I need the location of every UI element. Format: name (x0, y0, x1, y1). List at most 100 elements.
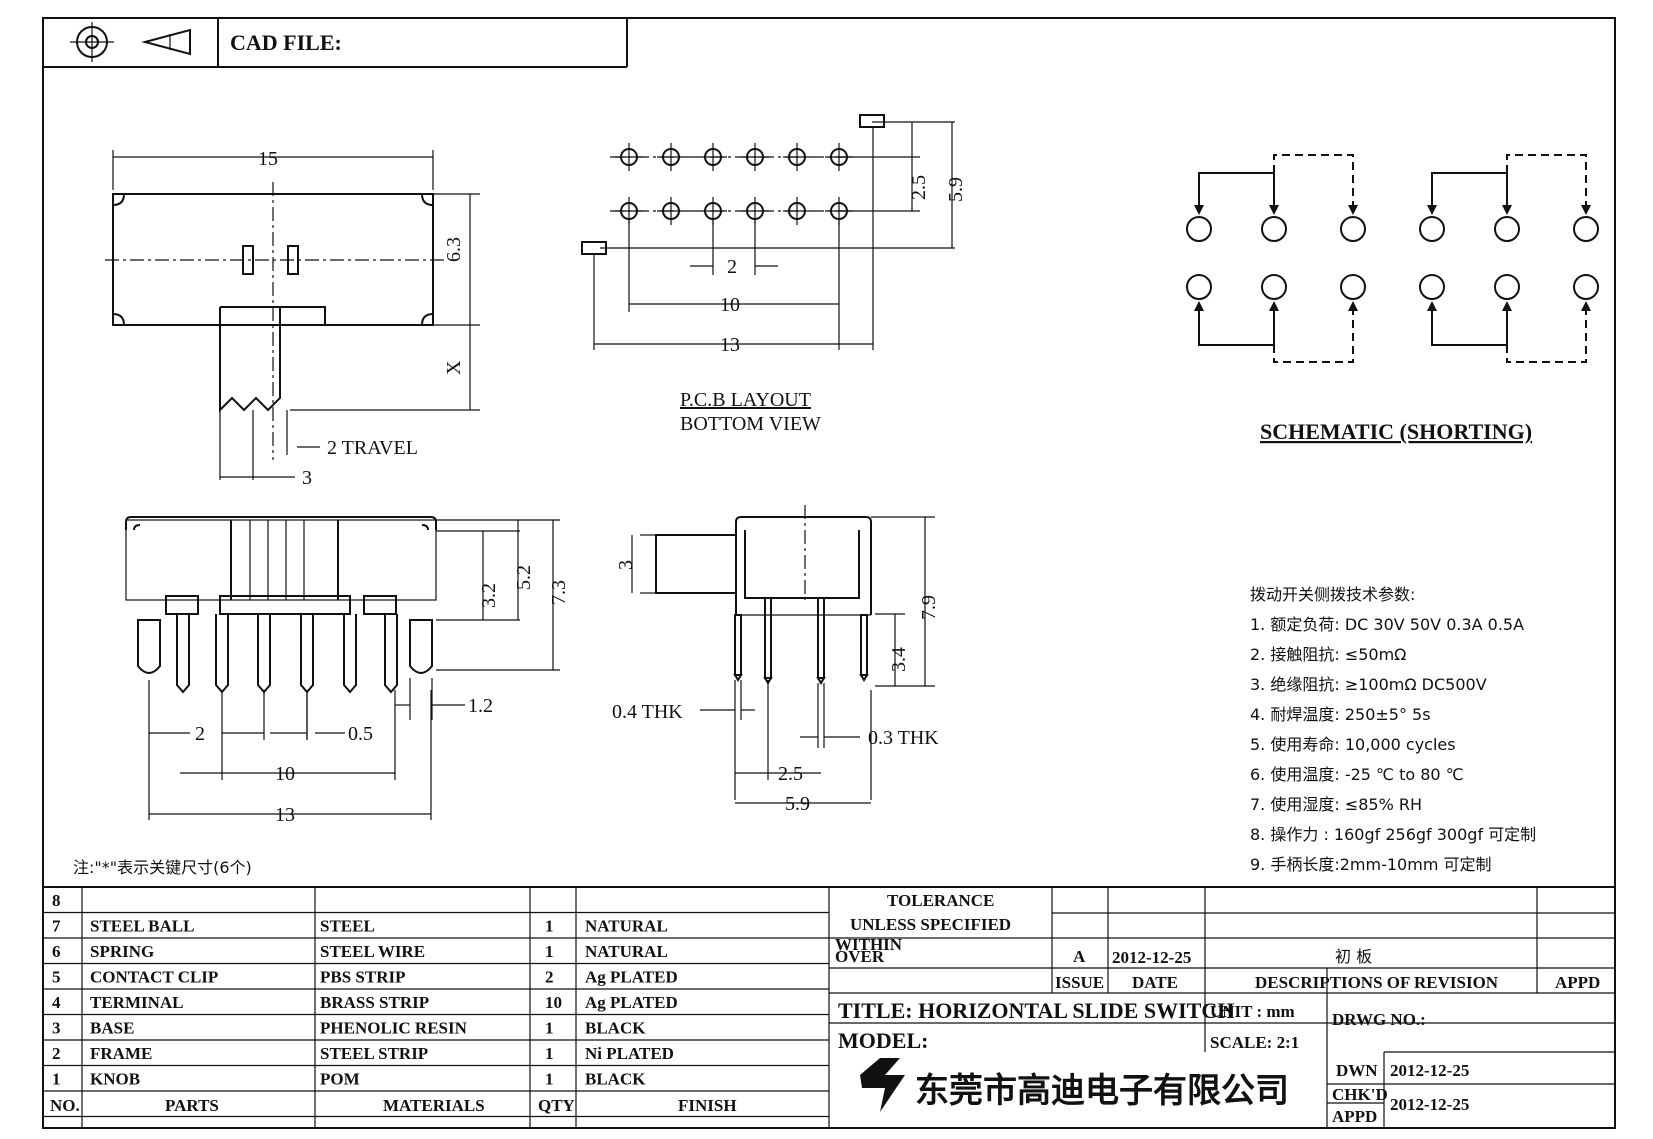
arrow-up-icon (1427, 301, 1437, 311)
spec-item: 5. 使用寿命: 10,000 cycles (1250, 735, 1456, 754)
dim-13-front: 13 (275, 804, 295, 826)
bom-header-materials: MATERIALS (383, 1096, 485, 1115)
front-view: 3.2 5.2 7.3 1.2 2 0.5 10 13 (125, 516, 570, 826)
terminal-pin (257, 614, 271, 694)
tolerance-label: TOLERANCE (887, 891, 994, 910)
bom-part: CONTACT CLIP (90, 968, 218, 987)
dim-2-pitch: 2 (727, 256, 737, 278)
spec-list: 拨动开关侧拨技术参数: 1. 额定负荷: DC 30V 50V 0.3A 0.5… (1250, 585, 1536, 874)
bom-no: 5 (52, 968, 61, 987)
issue-header: ISSUE (1055, 973, 1104, 992)
bom-material: STEEL (320, 917, 375, 936)
bom-part: SPRING (90, 942, 154, 961)
dim-7-9: 7.9 (918, 595, 940, 620)
arrow-down-icon (1502, 205, 1512, 215)
bom-qty: 1 (545, 942, 554, 961)
schematic-wire (1431, 172, 1508, 213)
contact-node (1494, 216, 1520, 242)
dim-5-2: 5.2 (513, 565, 535, 590)
dim-3: 3 (302, 467, 312, 489)
schematic-wire-dashed (1273, 154, 1354, 213)
arrow-down-icon (1194, 205, 1204, 215)
issue-value: A (1073, 947, 1086, 966)
revision-description-value: 初 板 (1335, 947, 1372, 966)
arrow-up-icon (1502, 301, 1512, 311)
within-label: WITHIN (835, 935, 903, 954)
terminal-pin (384, 614, 398, 694)
bom-qty: 1 (545, 1019, 554, 1038)
spec-item: 3. 绝缘阻抗: ≥100mΩ DC500V (1250, 675, 1487, 694)
bom-material: POM (320, 1070, 360, 1089)
dim-3-2: 3.2 (478, 583, 500, 608)
dim-5-9: 5.9 (945, 177, 967, 202)
contact-node (1419, 216, 1445, 242)
contact-node (1261, 216, 1287, 242)
pcb-layout-title: P.C.B LAYOUT (680, 389, 811, 411)
bom-finish: Ag PLATED (585, 968, 678, 987)
company-logo-icon (860, 1058, 905, 1112)
bom-no: 6 (52, 942, 61, 961)
cad-file-label: CAD FILE: (230, 30, 342, 55)
dim-0-4-thk: 0.4 THK (612, 701, 683, 723)
over-label: OVER (835, 947, 885, 966)
bom-qty: 1 (545, 1070, 554, 1089)
bom-header-qty: QTY (538, 1096, 575, 1115)
schematic-wire-dashed (1506, 154, 1587, 213)
spec-title: 拨动开关侧拨技术参数: (1250, 585, 1415, 604)
bom-material: STEEL STRIP (320, 1044, 428, 1063)
unit-label: UNIT : mm (1210, 1002, 1295, 1021)
bom-qty: 1 (545, 917, 554, 936)
revisions-header: DESCRIPTIONS OF REVISION (1255, 973, 1499, 992)
dim-1-2: 1.2 (468, 695, 493, 717)
dim-15: 15 (258, 148, 278, 170)
schematic-wire-dashed (1506, 303, 1587, 363)
bom-material: PHENOLIC RESIN (320, 1019, 468, 1038)
bom-part: STEEL BALL (90, 917, 194, 936)
bom-part: KNOB (90, 1070, 140, 1089)
dim-10-front: 10 (275, 763, 295, 785)
side-view: 3 7.9 3.4 0.4 THK 0.3 THK 2.5 5.9 (612, 505, 940, 815)
schematic-wire (1198, 303, 1275, 346)
approved-by-label: APPD (1332, 1107, 1377, 1126)
contact-node (1573, 274, 1599, 300)
dim-5-9-side: 5.9 (785, 793, 810, 815)
contact-node (1494, 274, 1520, 300)
bom-finish: BLACK (585, 1070, 646, 1089)
spec-item: 1. 额定负荷: DC 30V 50V 0.3A 0.5A (1250, 615, 1524, 634)
bom-no: 3 (52, 1019, 61, 1038)
drawn-by-label: DWN (1336, 1061, 1378, 1080)
spec-item: 7. 使用湿度: ≤85% RH (1250, 795, 1422, 814)
header-box: CAD FILE: (43, 18, 628, 68)
dim-3-4: 3.4 (888, 647, 910, 672)
terminal-pin (176, 614, 190, 694)
bom-no: 8 (52, 891, 61, 910)
contact-node (1186, 216, 1212, 242)
bom-header-finish: FINISH (678, 1096, 737, 1115)
bom-header-parts: PARTS (165, 1096, 219, 1115)
dim-6-3: 6.3 (443, 237, 465, 262)
dim-0-3-thk: 0.3 THK (868, 727, 939, 749)
drawn-date: 2012-12-25 (1390, 1061, 1469, 1080)
bom-no: 4 (52, 993, 61, 1012)
arrow-down-icon (1269, 205, 1279, 215)
dim-travel: 2 TRAVEL (327, 437, 418, 459)
pcb-layout: 2.5 5.9 2 10 13 P.C.B LAYOUT BOTTOM VIEW (581, 114, 967, 435)
dim-2-5: 2.5 (908, 175, 930, 200)
spec-item: 8. 操作力 : 160gf 256gf 300gf 可定制 (1250, 825, 1536, 844)
arrow-down-icon (1581, 205, 1591, 215)
terminal-pin (300, 614, 314, 694)
spec-item: 2. 接触阻抗: ≤50mΩ (1250, 645, 1406, 664)
bom-finish: Ag PLATED (585, 993, 678, 1012)
contact-node (1419, 274, 1445, 300)
spec-item: 6. 使用温度: -25 ℃ to 80 ℃ (1250, 765, 1464, 784)
dim-x: X (443, 360, 465, 375)
arrow-up-icon (1581, 301, 1591, 311)
unless-specified-label: UNLESS SPECIFIED (850, 915, 1011, 934)
schematic-title: SCHEMATIC (SHORTING) (1260, 419, 1532, 444)
arrow-up-icon (1348, 301, 1358, 311)
bom-finish: Ni PLATED (585, 1044, 674, 1063)
bom-finish: BLACK (585, 1019, 646, 1038)
schematic-wire (1198, 172, 1275, 213)
dim-0-5: 0.5 (348, 723, 373, 745)
